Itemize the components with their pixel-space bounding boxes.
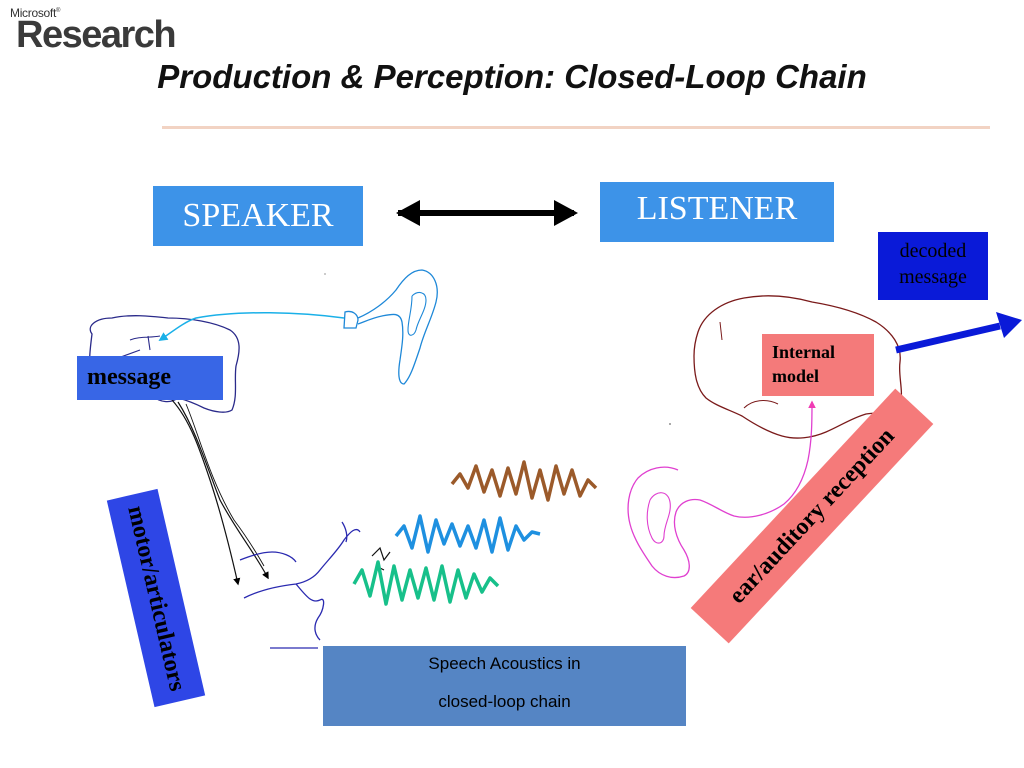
internal-line-2: model [772, 366, 819, 386]
double-arrow-icon [396, 200, 578, 226]
speech-acoustics-line-1: Speech Acoustics in [428, 654, 581, 673]
nerve-path-2 [177, 401, 269, 580]
title-divider [162, 126, 990, 129]
output-arrow-icon [895, 312, 1022, 354]
decoded-line-2: message [899, 266, 967, 288]
decoded-message-box: decoded message [878, 232, 988, 300]
logo-research-text: Research [16, 14, 177, 56]
internal-line-1: Internal [772, 342, 835, 362]
nerve-path-1 [171, 399, 241, 586]
internal-model-box: Internal model [762, 334, 874, 396]
listener-brain-outline [693, 295, 903, 439]
speech-acoustics-line-2: closed-loop chain [438, 692, 571, 711]
speaker-label: SPEAKER [153, 186, 363, 246]
message-box: message [77, 356, 223, 400]
slide-title: Production & Perception: Closed-Loop Cha… [157, 58, 867, 95]
vocal-tract-outline [239, 521, 361, 649]
sound-wave-blue [394, 514, 541, 554]
logo-microsoft-text: Microsoft® [10, 6, 61, 20]
listener-label: LISTENER [600, 182, 834, 242]
sound-wave-green [352, 560, 500, 606]
feedback-arrow [158, 311, 345, 341]
listener-ear-outline [627, 400, 816, 579]
decoded-line-1: decoded [899, 240, 967, 262]
speech-acoustics-box: Speech Acoustics in closed-loop chain [323, 646, 686, 726]
sound-wave-brown [450, 460, 598, 502]
speaker-ear-outline [343, 269, 438, 385]
